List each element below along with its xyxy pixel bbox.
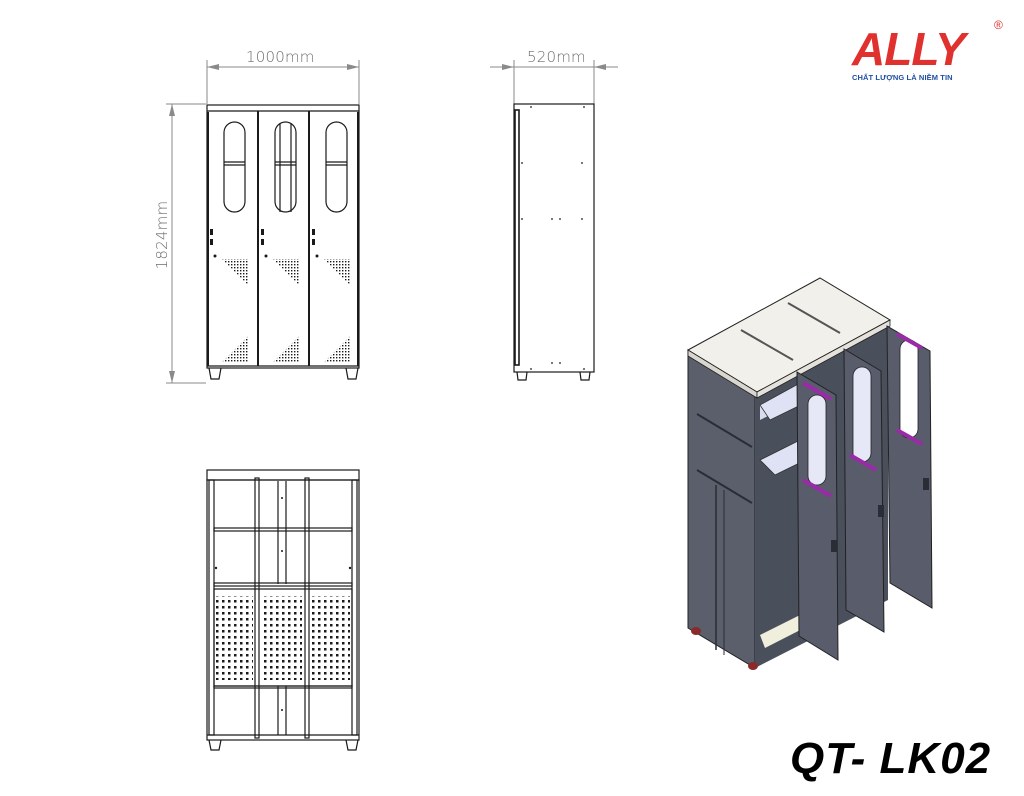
brand-tagline: CHẤT LƯỢNG LÀ NIỀM TIN <box>852 73 953 82</box>
side-depth-dimension: 520mm <box>527 48 586 66</box>
brand-logo: ALLY ® CHẤT LƯỢNG LÀ NIỀM TIN <box>846 18 1016 82</box>
front-width-dimension: 1000mm <box>246 48 315 66</box>
model-code: QT- LK02 <box>790 734 992 783</box>
registered-mark: ® <box>994 18 1003 32</box>
brand-name: ALLY <box>852 23 966 75</box>
